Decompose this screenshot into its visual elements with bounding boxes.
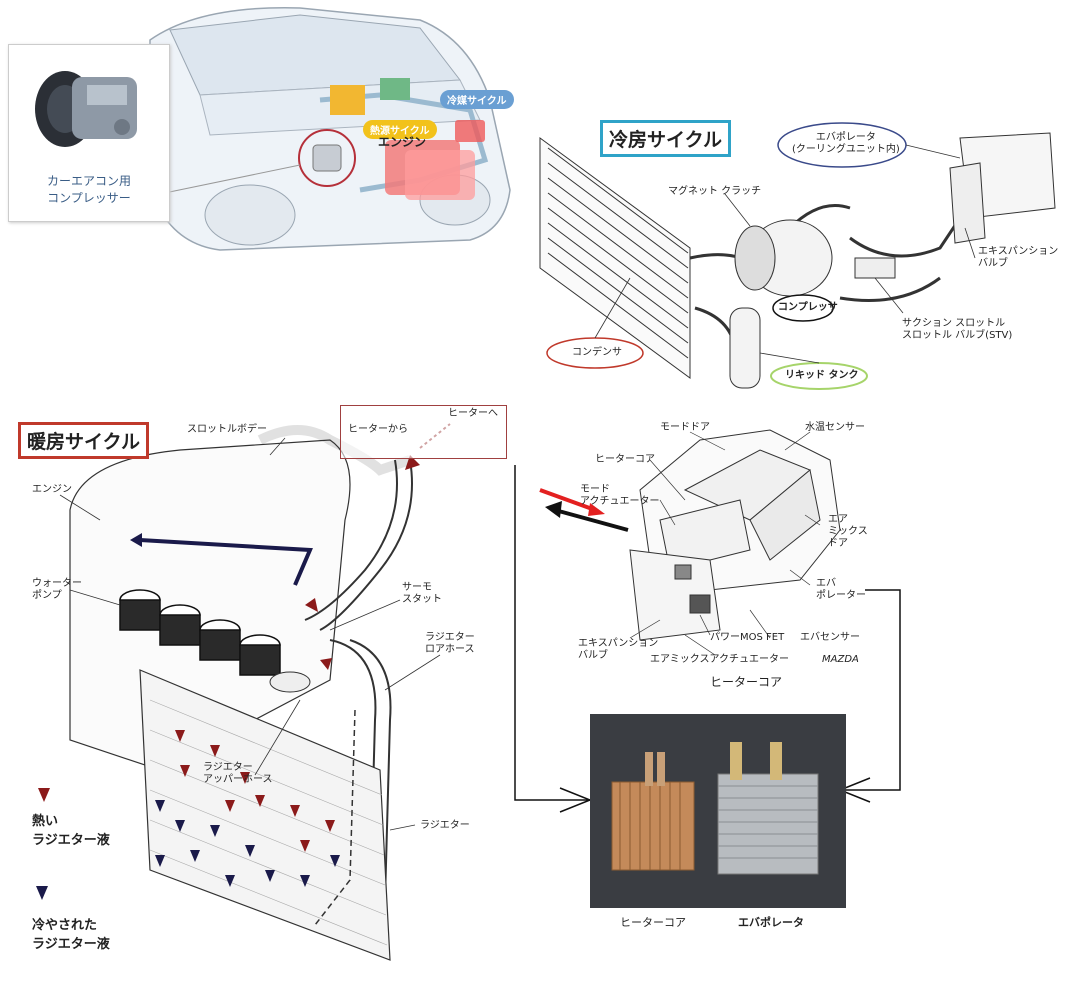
expansion-valve-hvac-label: エキスパンション バルブ <box>578 638 659 661</box>
power-mos-fet-label: パワーMOS FET <box>710 632 785 643</box>
evaporator-hvac-label: エバ ポレーター <box>816 578 866 601</box>
lower-hose-label: ラジエター ロアホース <box>425 632 475 655</box>
heating-cycle-panel: 暖房サイクル ヒーターへ ヒーターから スロットルボデー エンジン ウォーター … <box>0 400 520 992</box>
evap-sensor-label: エバセンサー <box>800 632 860 643</box>
engine-label: エンジン <box>32 484 72 495</box>
condenser-label: コンデンサ <box>572 347 622 358</box>
photo-evaporator-label: エバポレータ <box>738 916 804 929</box>
radiator-label: ラジエター <box>420 820 470 831</box>
hvac-diagram <box>514 429 901 813</box>
heating-diagram <box>36 423 451 961</box>
throttle-body-label: スロットルボデー <box>187 424 267 435</box>
magnet-clutch-label: マグネット クラッチ <box>668 186 762 197</box>
legend-hot-label: 熱い ラジエター液 <box>32 814 110 848</box>
refrigerant-cycle-label: 冷媒サイクル <box>440 90 514 109</box>
from-heater-label: ヒーターから <box>348 424 408 435</box>
to-heater-label: ヒーターへ <box>448 408 498 419</box>
evaporator-label: エバポレータ (クーリングユニット内) <box>792 132 900 155</box>
compressor-image <box>27 57 147 153</box>
components-photo <box>590 714 846 908</box>
compressor-label: コンプレッサ <box>778 302 838 313</box>
mode-door-label: モードドア <box>660 422 710 433</box>
heater-inset-box <box>340 405 507 459</box>
heating-cycle-title: 暖房サイクル <box>18 422 150 459</box>
thermostat-label: サーモ スタット <box>402 582 442 605</box>
engine-label: エンジン <box>378 135 427 149</box>
mode-actuator-label: モード アクチュエーター <box>580 484 660 507</box>
suction-throttle-label: サクション スロットル スロットル バルブ(STV) <box>902 318 1013 341</box>
air-mix-door-label: エア ミックス ドア <box>828 514 868 549</box>
expansion-valve-label: エキスパンション バルブ <box>978 246 1059 269</box>
cooling-diagram <box>539 122 1056 390</box>
compressor-callout-box: カーエアコン用 コンプレッサー <box>8 44 170 222</box>
mazda-brand-label: MAZDA <box>822 654 859 665</box>
hvac-caption: ヒーターコア <box>710 675 783 689</box>
heat-source-cycle-label: 熱源サイクル <box>363 120 437 139</box>
legend-cold-label: 冷やされた ラジエター液 <box>32 918 110 952</box>
photo-heater-core-label: ヒーターコア <box>620 916 686 929</box>
water-pump-label: ウォーター ポンプ <box>32 578 82 601</box>
car-panel: カーエアコン用 コンプレッサー 冷媒サイクル 熱源サイクル エンジン <box>0 0 530 260</box>
cooling-cycle-panel: 冷房サイクル エバポレータ (クーリングユニット内) マグネット クラッチ エキ… <box>520 108 1068 398</box>
liquid-tank-label: リキッド タンク <box>785 370 859 381</box>
cooling-cycle-title: 冷房サイクル <box>600 120 732 157</box>
heater-core-top-label: ヒーターコア <box>595 454 655 465</box>
air-mix-actuator-label: エアミックスアクチュエーター <box>650 654 789 665</box>
hvac-unit-panel: モードドア 水温センサー ヒーターコア モード アクチュエーター エア ミックス… <box>510 410 1068 990</box>
car-illustration <box>149 7 511 251</box>
upper-hose-label: ラジエター アッパーホース <box>203 762 273 785</box>
compressor-callout-label: カーエアコン用 コンプレッサー <box>46 174 131 205</box>
water-temp-sensor-label: 水温センサー <box>805 422 865 433</box>
